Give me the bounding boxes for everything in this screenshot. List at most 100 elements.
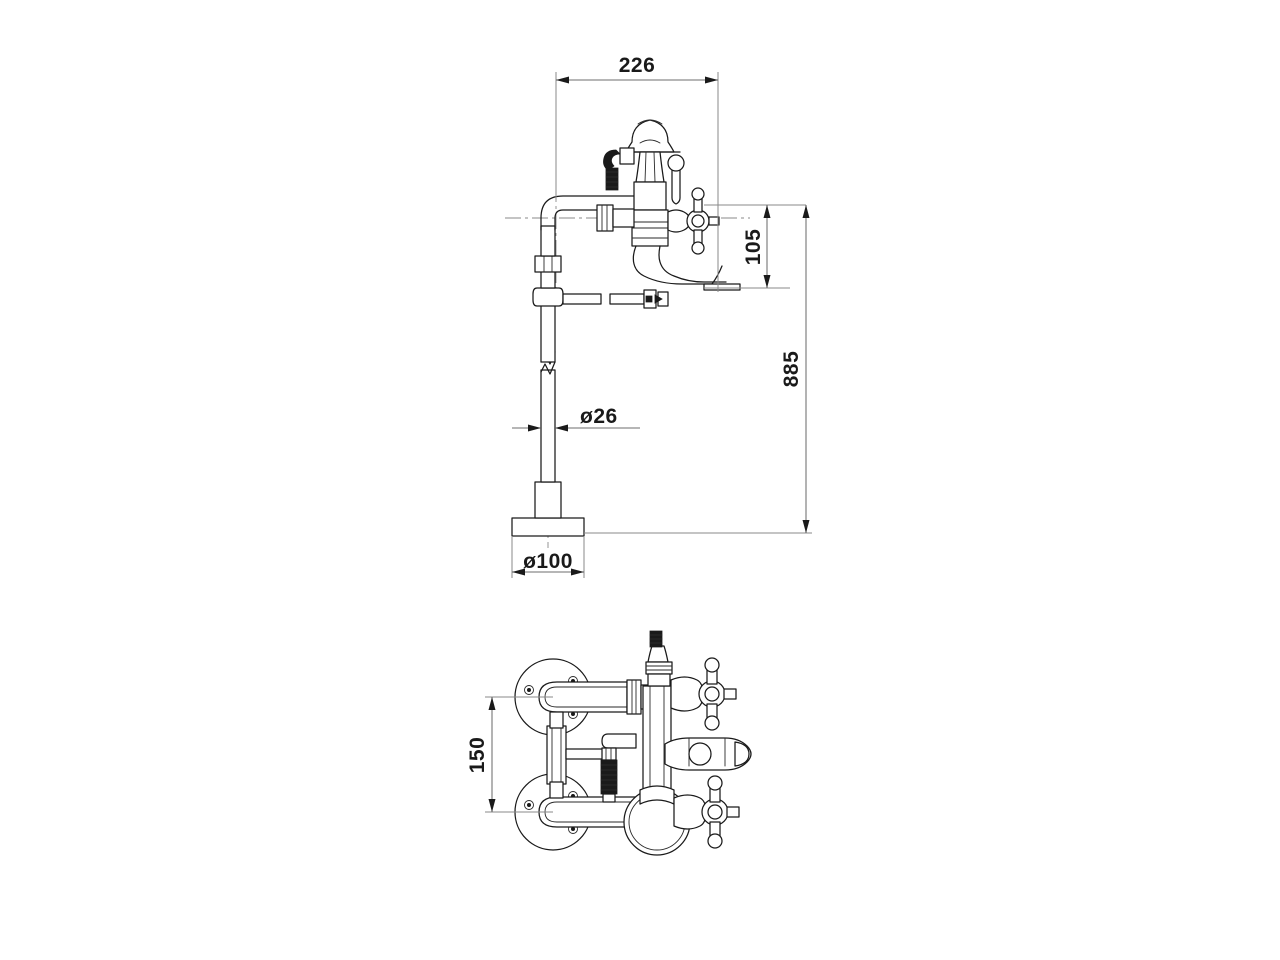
inlet-upper-union-nut (626, 679, 642, 715)
plan-cross-handle-upper (670, 657, 737, 731)
riser-tee-body (532, 287, 564, 307)
hose-spur-assembly (562, 289, 669, 309)
plan-handle-lower-shoulder (673, 794, 707, 830)
spur-pipe-near (562, 293, 602, 305)
elevation-view: 226 105 885 ø26 (505, 54, 812, 578)
plan-handle-upper-knob-up (704, 657, 720, 673)
arrow-d26-left (528, 424, 541, 432)
cross-handle (667, 154, 720, 255)
plan-handle-lower-knob-up (707, 775, 723, 791)
riser-union-nut (534, 255, 562, 273)
plan-spray-handset (664, 737, 752, 771)
base-flange (511, 517, 585, 537)
plan-handle-lower-knob-down (707, 833, 723, 849)
flange-upper-screw-left-dot (527, 688, 532, 693)
spur-arrow-right (654, 294, 663, 304)
hose-nut (619, 147, 635, 165)
link-bar-top-collar (549, 711, 564, 729)
valve-neck-flute-1 (644, 151, 647, 183)
dome-cap-top-arc (637, 119, 663, 125)
plan-hose-flex-sleeve (600, 759, 618, 795)
arrow-d100-right (571, 568, 584, 576)
dimension-885-label: 885 (780, 351, 803, 388)
flange-lower-screw-bottom-dot (571, 827, 576, 832)
plan-handle-lower-hub-inner (707, 804, 723, 820)
hose-flex-sleeve (605, 167, 619, 191)
dimension-885-group: 885 (584, 205, 812, 534)
dimension-226-group: 226 (555, 54, 719, 292)
arrow-d100-left (512, 568, 525, 576)
arrow-105-bottom (763, 275, 771, 288)
valve-neck (635, 151, 665, 183)
dimension-d100-group: ø100 (511, 536, 585, 578)
handle-lever-ball (667, 154, 685, 172)
arm-inner-profile (554, 209, 638, 231)
plan-neck-collar (645, 661, 673, 675)
arrow-885-top (802, 205, 810, 218)
plan-handle-upper-hub-inner (704, 686, 720, 702)
break-symbol-lower (540, 361, 556, 375)
plan-central-body (623, 630, 691, 856)
riser-pipe-to-elbow (540, 225, 556, 257)
plan-handle-upper-knob-down (704, 715, 720, 731)
plan-hose-nut (601, 747, 617, 761)
hose-elbow-fitting (603, 149, 621, 171)
plan-handset-grip-end (734, 741, 750, 767)
dimension-105-group: 105 (704, 204, 806, 289)
riser-link-bar (546, 711, 605, 799)
riser-pipe-midsection (540, 269, 556, 289)
arrow-226-left (556, 76, 569, 84)
plan-hose-connector (600, 733, 637, 803)
plan-handle-upper-shoulder (670, 676, 704, 712)
handle-hub-inner (691, 214, 705, 228)
plan-handset-outlet (688, 742, 712, 766)
dimension-105-label: 105 (742, 229, 765, 266)
dimension-150-label: 150 (466, 737, 489, 774)
plan-handle-upper-spoke-right (723, 688, 737, 700)
dimension-150-group: 150 (466, 696, 553, 813)
link-bar-bottom-collar (549, 781, 564, 799)
dimension-d100-label: ø100 (523, 550, 573, 573)
arm-union-shoulder (612, 208, 635, 228)
plan-handle-lower-spoke-right (726, 806, 740, 818)
plan-hose-elbow (601, 733, 637, 749)
handle-knob-down (691, 241, 705, 255)
riser-pipe-lower (540, 369, 556, 483)
arrow-885-bottom (802, 520, 810, 533)
flange-upper-screw-bottom-dot (571, 712, 576, 717)
spur-arrow-left (645, 295, 653, 303)
dimension-d26-group: ø26 (512, 405, 640, 432)
flange-lower-screw-left-dot (527, 803, 532, 808)
riser-assembly (511, 225, 585, 537)
plan-neck-taper (647, 645, 669, 663)
link-bar-body (546, 725, 567, 785)
spur-pipe-far (609, 293, 645, 305)
arrow-105-top (763, 205, 771, 218)
arrow-150-top (488, 697, 496, 710)
spout-outer-profile (632, 245, 713, 285)
hose-connector (603, 147, 635, 191)
valve-body-upper (633, 181, 667, 211)
handle-spoke-right (708, 216, 720, 226)
plan-view: 150 (466, 630, 752, 856)
spout-outlet-rim (703, 283, 741, 291)
plan-cross-handle-lower (673, 775, 740, 849)
dome-cap-inner-arc (639, 139, 661, 144)
dimension-d26-label: ø26 (580, 405, 618, 428)
valve-neck-flute-2 (653, 151, 656, 183)
arm-outer-profile (540, 195, 638, 231)
plan-hose-end-cap (602, 793, 616, 803)
riser-pipe-upper (540, 299, 556, 363)
arrow-150-bottom (488, 799, 496, 812)
dimension-226-label: 226 (619, 54, 656, 77)
arrow-d26-right (555, 424, 568, 432)
arrow-226-right (705, 76, 718, 84)
arm-to-body-union-nut (596, 204, 614, 232)
link-bar-spur (565, 748, 605, 760)
base-escutcheon (534, 481, 562, 519)
spout-inner-profile (658, 245, 727, 283)
handle-knob-up (691, 187, 705, 201)
plan-neck-lower (647, 673, 671, 687)
